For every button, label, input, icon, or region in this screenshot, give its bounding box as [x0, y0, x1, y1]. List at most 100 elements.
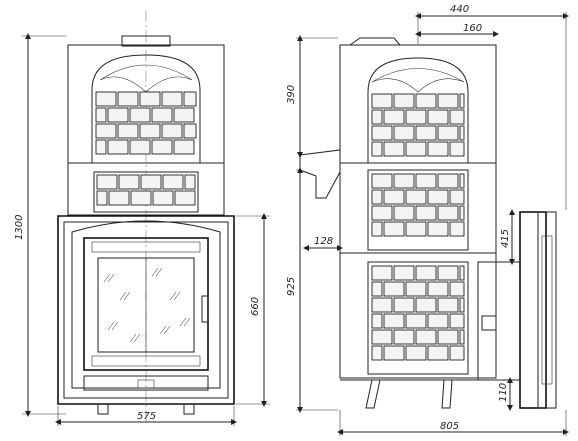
front-middle-opening — [93, 171, 199, 213]
side-arch-crest — [371, 68, 465, 93]
brick — [449, 313, 465, 329]
side-leg-rear — [441, 379, 453, 409]
brick — [117, 91, 139, 107]
side-firebox-body — [477, 261, 521, 381]
side-tank-connector — [299, 149, 341, 199]
brick — [371, 297, 393, 313]
side-door-frame — [519, 211, 547, 409]
ash-pan — [83, 375, 209, 391]
dim-label-390: 390 — [286, 85, 297, 104]
brick — [415, 329, 437, 345]
glass-mark — [155, 267, 163, 277]
front-leg-right — [183, 404, 195, 415]
dim-label-110: 110 — [498, 383, 509, 402]
brick — [405, 189, 427, 205]
glass-mark — [111, 321, 119, 331]
glass-mark — [183, 317, 191, 327]
brick — [405, 281, 427, 297]
brick — [415, 297, 437, 313]
brick — [183, 91, 197, 107]
brick — [449, 109, 465, 125]
brick — [415, 125, 437, 141]
brick — [405, 345, 427, 361]
brick — [393, 125, 415, 141]
brick — [449, 189, 465, 205]
brick — [96, 190, 108, 206]
side-low-bricks — [371, 265, 465, 361]
front-middle-stone-block — [67, 162, 225, 216]
brick — [383, 189, 405, 205]
brick — [130, 190, 152, 206]
brick — [383, 141, 405, 157]
brick — [162, 174, 184, 190]
brick — [437, 205, 459, 221]
brick — [95, 107, 107, 123]
brick — [449, 281, 465, 297]
brick — [371, 189, 383, 205]
brick — [151, 139, 173, 155]
side-middle-opening — [367, 169, 469, 251]
front-leg-left — [97, 404, 109, 415]
glass-reflection-marks — [103, 267, 191, 343]
side-top-arch — [367, 57, 469, 164]
brick — [161, 123, 183, 139]
brick — [393, 173, 415, 189]
dim-label-575: 575 — [137, 411, 156, 422]
brick — [427, 141, 449, 157]
side-leg-front — [365, 379, 381, 409]
brick — [415, 93, 437, 109]
brick — [393, 329, 415, 345]
brick — [371, 221, 383, 237]
firebox-body — [57, 215, 235, 405]
dim-label-1300: 1300 — [14, 215, 25, 240]
brick — [383, 109, 405, 125]
brick — [184, 174, 196, 190]
brick — [437, 125, 459, 141]
brick — [107, 107, 129, 123]
brick — [183, 123, 197, 139]
brick — [427, 313, 449, 329]
brick — [427, 221, 449, 237]
dim-label-805: 805 — [440, 421, 459, 432]
side-lower-opening — [367, 261, 469, 375]
brick — [405, 313, 427, 329]
brick — [459, 173, 465, 189]
brick — [371, 173, 393, 189]
brick — [151, 107, 173, 123]
front-view: 1300 660 575 — [14, 10, 270, 426]
brick — [459, 329, 465, 345]
brick — [371, 265, 393, 281]
brick — [415, 173, 437, 189]
glass-mark — [163, 325, 171, 335]
dim-label-128: 128 — [314, 236, 333, 247]
side-mid-bricks — [371, 173, 465, 237]
brick — [427, 189, 449, 205]
dim-label-415: 415 — [500, 229, 511, 248]
side-top-bricks — [371, 93, 465, 157]
brick — [427, 345, 449, 361]
brick — [173, 107, 195, 123]
brick — [415, 205, 437, 221]
brick — [107, 139, 129, 155]
brick — [449, 221, 465, 237]
front-arch-crest — [99, 64, 193, 93]
brick — [459, 205, 465, 221]
glass-mark — [129, 333, 137, 343]
brick — [459, 265, 465, 281]
chimney-cap — [121, 35, 171, 47]
brick — [117, 123, 139, 139]
brick — [459, 297, 465, 313]
front-top-bricks — [95, 91, 197, 155]
dim-label-925: 925 — [286, 277, 297, 296]
brick — [139, 123, 161, 139]
glass-mark — [133, 333, 141, 343]
brick — [427, 281, 449, 297]
brick — [95, 123, 117, 139]
brick — [371, 205, 393, 221]
firebox-arched-front — [71, 220, 221, 389]
brick — [108, 190, 130, 206]
dim-label-160: 160 — [463, 23, 482, 34]
brick — [393, 93, 415, 109]
brick — [415, 265, 437, 281]
